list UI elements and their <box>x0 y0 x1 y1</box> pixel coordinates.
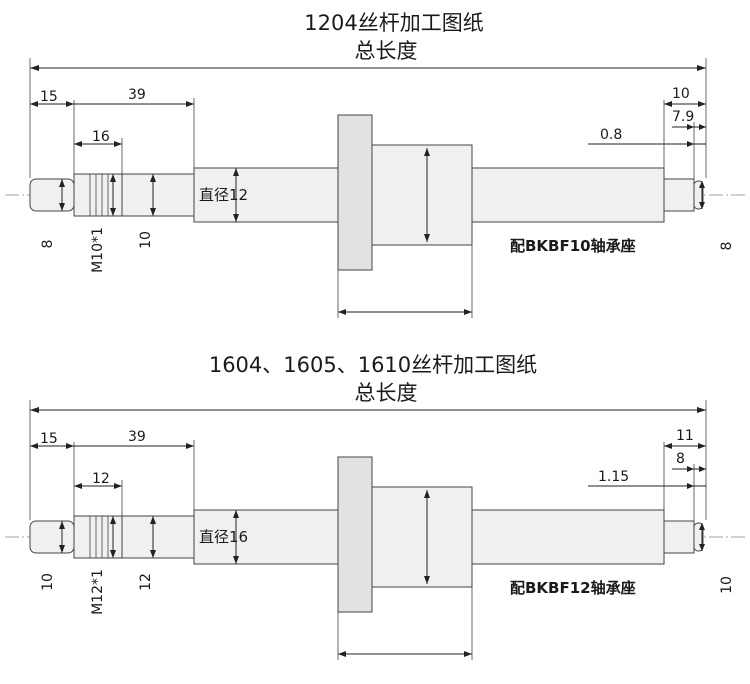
dim-12: 12 <box>92 471 110 487</box>
screw-shaft-diagram <box>4 57 746 319</box>
drawing-1204: 1204丝杆加工图纸 总长度 15 39 16 10 7.9 0.8 8 M10… <box>4 11 746 319</box>
dim-thread: M10*1 <box>90 227 106 273</box>
dim-39: 39 <box>128 87 146 103</box>
dim-main-dia: 直径16 <box>199 528 248 546</box>
dim-right-dia: 8 <box>719 242 735 251</box>
dim-15: 15 <box>40 431 58 447</box>
screw-shaft-diagram <box>4 399 746 661</box>
dim-shoulder-dia: 12 <box>138 573 154 591</box>
dim-39: 39 <box>128 429 146 445</box>
dim-left-dia: 8 <box>40 240 56 249</box>
total-length-label: 总长度 <box>355 39 418 63</box>
dim-left-dia: 10 <box>40 573 56 591</box>
total-length-label: 总长度 <box>355 381 418 405</box>
dim-right-dia: 10 <box>719 576 735 594</box>
dim-right-1-15: 1.15 <box>598 469 629 485</box>
dim-right-7-9: 7.9 <box>672 109 694 125</box>
dim-right-10: 10 <box>672 86 690 102</box>
bearing-label: 配BKBF10轴承座 <box>510 237 636 255</box>
dim-right-0-8: 0.8 <box>600 127 622 143</box>
drawing-title: 1604、1605、1610丝杆加工图纸 <box>209 353 537 377</box>
dim-16: 16 <box>92 129 110 145</box>
dim-main-dia: 直径12 <box>199 186 248 204</box>
dim-15: 15 <box>40 89 58 105</box>
dim-shoulder-dia: 10 <box>138 231 154 249</box>
dim-right-11: 11 <box>676 428 694 444</box>
dim-thread: M12*1 <box>90 569 106 615</box>
drawing-1604-1605-1610: 1604、1605、1610丝杆加工图纸 总长度 15 39 12 11 8 1… <box>4 353 746 661</box>
dim-right-8: 8 <box>676 451 685 467</box>
bearing-label: 配BKBF12轴承座 <box>510 579 636 597</box>
drawing-title: 1204丝杆加工图纸 <box>304 11 483 35</box>
